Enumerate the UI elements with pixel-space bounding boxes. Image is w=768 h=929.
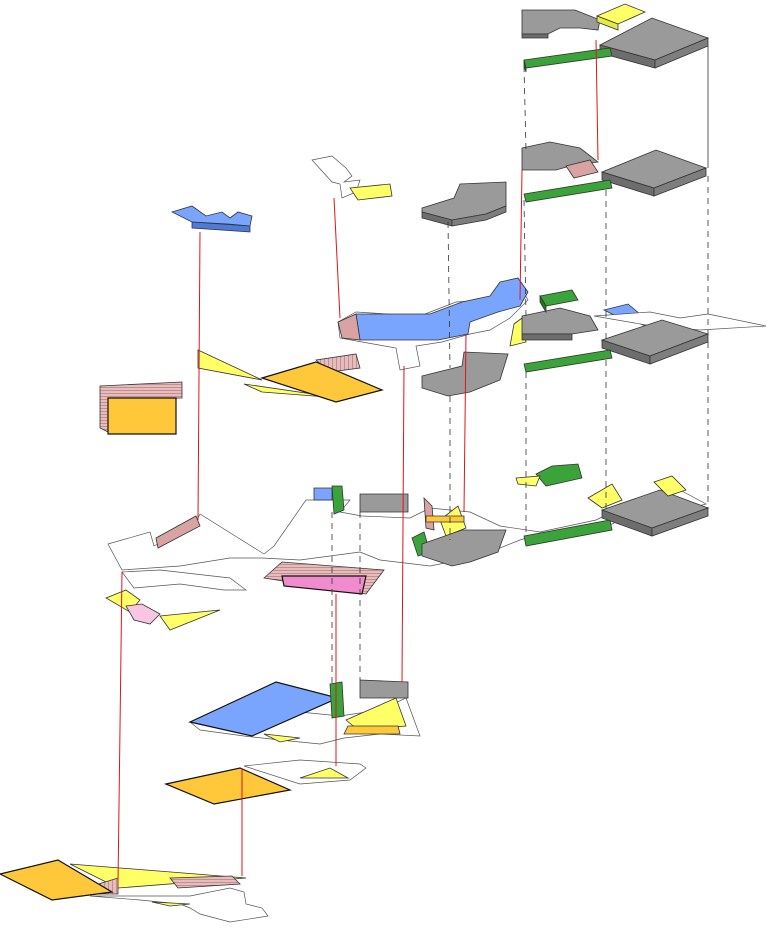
rose-corner-piece bbox=[337, 313, 361, 341]
dash-line-b bbox=[523, 199, 527, 317]
mid-gray-irregular-block bbox=[421, 181, 507, 227]
blue-small-block bbox=[313, 487, 333, 501]
orange-plate-6 bbox=[164, 767, 293, 805]
green-bar-3-top bbox=[523, 349, 613, 373]
gray-curved-block-side bbox=[521, 33, 549, 39]
pink-hatched-box bbox=[263, 561, 385, 595]
gray-block-5-top bbox=[359, 679, 409, 699]
green-bar-top bbox=[523, 47, 613, 69]
dash-line-a bbox=[523, 65, 527, 151]
yellow-underside-left bbox=[263, 733, 301, 743]
blue-plate-side bbox=[191, 221, 251, 233]
yellow-ground-small bbox=[151, 901, 191, 907]
red-line-a bbox=[197, 231, 201, 521]
connector-lines bbox=[117, 39, 709, 885]
gray-irregular-side-b bbox=[451, 205, 507, 227]
gray-small-block bbox=[359, 493, 409, 513]
left-orange-stack bbox=[99, 381, 183, 435]
yellow-far-right bbox=[653, 475, 687, 497]
gray-block-4-top bbox=[421, 529, 507, 567]
left-outline-piece bbox=[121, 569, 248, 591]
red-line-g bbox=[117, 571, 123, 885]
upper-left-blue-plate bbox=[170, 205, 253, 233]
yellow-block-side bbox=[596, 15, 619, 31]
yellow-fan-left bbox=[197, 349, 263, 381]
upper-mid-outline-wing bbox=[311, 155, 393, 201]
green-bar-4-top bbox=[523, 519, 613, 547]
yellow-right-triangle bbox=[587, 483, 623, 509]
green-bar-2-top bbox=[523, 179, 613, 203]
orange-ground-plate bbox=[0, 859, 114, 901]
green-small-block-side bbox=[539, 294, 547, 314]
tower-top-level bbox=[521, 3, 710, 73]
mid-orange-plate-group bbox=[197, 349, 384, 403]
red-line-b bbox=[333, 197, 341, 319]
yellow-right-wedge bbox=[159, 609, 221, 631]
rose-hatch-corner bbox=[423, 496, 435, 531]
orange-plate bbox=[259, 361, 384, 403]
tower-second-level bbox=[521, 141, 708, 203]
red-line-f bbox=[595, 39, 599, 161]
gray-curved-block-3-top bbox=[521, 307, 599, 335]
level-five bbox=[188, 679, 421, 745]
white-outline-wing bbox=[311, 155, 361, 199]
left-yellow-pink-group bbox=[105, 569, 248, 631]
rose-diagonal-strip bbox=[155, 515, 201, 549]
orange-bar-small bbox=[425, 515, 465, 523]
green-pillar-5 bbox=[329, 681, 345, 719]
gray-curved-block-3-side bbox=[521, 333, 573, 341]
orange-bar-5 bbox=[343, 725, 401, 735]
pink-left-small bbox=[125, 603, 161, 625]
level-four bbox=[107, 463, 710, 571]
gray-curved-block-top bbox=[521, 9, 601, 35]
level-three bbox=[337, 277, 767, 397]
green-bar-side bbox=[523, 59, 527, 73]
pink-box-face bbox=[281, 575, 367, 595]
red-line-c bbox=[401, 365, 405, 683]
orange-stack-face bbox=[107, 397, 177, 435]
gray-slab-2-side-b bbox=[653, 167, 707, 197]
rose-hatch-ground-right bbox=[169, 875, 241, 889]
red-line-d bbox=[463, 333, 467, 513]
yellow-wedge-6 bbox=[299, 767, 350, 779]
yellow-wing-patch bbox=[349, 183, 393, 201]
rose-patch-2 bbox=[565, 159, 599, 179]
gray-block-mid-top bbox=[421, 351, 509, 397]
red-line-e bbox=[519, 169, 523, 301]
ground-level bbox=[0, 859, 269, 923]
green-top-shape bbox=[535, 463, 583, 487]
dash-line-d bbox=[447, 221, 451, 369]
yellow-top-small bbox=[515, 475, 541, 487]
gray-slab-4-side-b bbox=[651, 507, 709, 537]
level-six bbox=[164, 759, 367, 805]
green-small-block-top bbox=[539, 289, 579, 307]
blue-building-footprint bbox=[355, 277, 529, 341]
green-small-pillar-top bbox=[331, 485, 345, 515]
